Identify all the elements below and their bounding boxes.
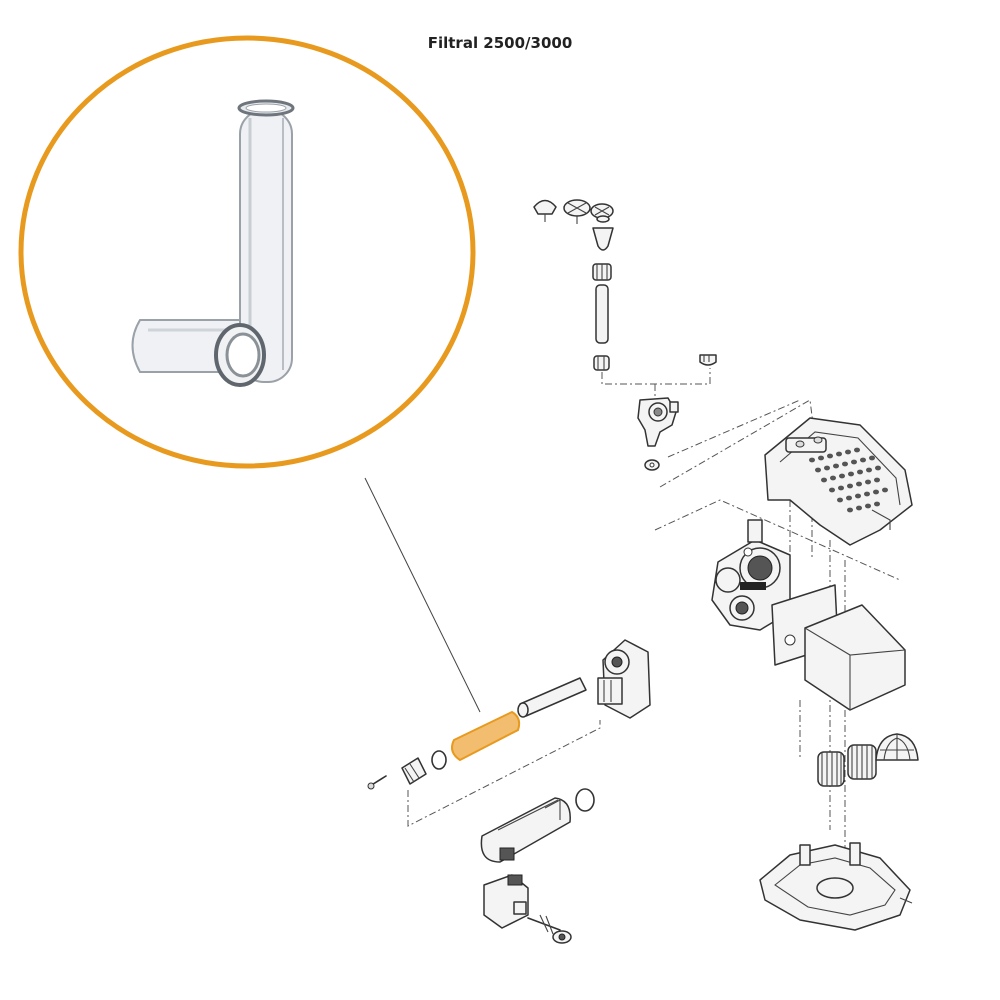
- lid-vent-hole: [866, 467, 872, 473]
- lid-vent-hole: [882, 487, 888, 493]
- lid-vent-hole: [874, 477, 880, 483]
- bio-ball-2: [847, 744, 877, 780]
- lid-vent-hole: [845, 449, 851, 455]
- lid-vent-hole: [854, 447, 860, 453]
- lid-vent-hole: [851, 459, 857, 465]
- funnel-nozzle: [592, 227, 614, 251]
- quartz-tube-highlighted: [451, 710, 521, 762]
- uv-chamber: [480, 797, 571, 863]
- callout-magnifier: [18, 35, 476, 469]
- cap-1: [533, 199, 557, 215]
- lid-vent-hole: [860, 457, 866, 463]
- uv-lamp-housing-head: [597, 639, 651, 719]
- lid-vent-hole: [827, 453, 833, 459]
- lid-vent-hole: [865, 503, 871, 509]
- lid-vent-hole: [838, 485, 844, 491]
- lid-vent-hole: [839, 473, 845, 479]
- lid-vent-hole: [830, 475, 836, 481]
- bio-ball-3: [875, 733, 919, 761]
- lid-vent-hole: [818, 455, 824, 461]
- callout-leader-line: [364, 477, 481, 713]
- lid-vent-hole: [865, 479, 871, 485]
- lid-vent-hole: [836, 451, 842, 457]
- lid-vent-hole: [864, 491, 870, 497]
- lid-vent-hole: [837, 497, 843, 503]
- lid-vent-hole: [873, 489, 879, 495]
- lid-vent-hole: [829, 487, 835, 493]
- bio-ball-1: [817, 751, 845, 787]
- lid-vent-hole: [809, 457, 815, 463]
- screw: [367, 775, 387, 790]
- top-valve-assembly: [533, 199, 717, 471]
- filter-base-tray: [759, 842, 913, 931]
- lid-vent-hole: [857, 469, 863, 475]
- valve-body: [637, 397, 679, 447]
- lid-vent-hole: [847, 483, 853, 489]
- bio-media: [817, 733, 919, 787]
- page-title: Filtral 2500/3000: [427, 34, 573, 52]
- pump-motor-housing: [711, 519, 791, 631]
- riser-pipe: [595, 284, 609, 344]
- lid-vent-hole: [855, 493, 861, 499]
- glass-tube-vertical: [237, 99, 295, 383]
- connector-nut-bottom: [593, 355, 610, 371]
- lid-vent-hole: [856, 481, 862, 487]
- lid-vent-hole: [875, 465, 881, 471]
- retaining-nut: [401, 757, 427, 785]
- lid-vent-hole: [874, 501, 880, 507]
- lid-vent-hole: [848, 471, 854, 477]
- lid-vent-hole: [846, 495, 852, 501]
- small-cap-right: [699, 354, 717, 366]
- filter-sponge-block: [804, 604, 906, 711]
- cap-3: [590, 203, 614, 223]
- pump-head: [483, 874, 529, 929]
- lid-vent-hole: [821, 477, 827, 483]
- lid-vent-holes: [809, 447, 888, 513]
- lid-vent-hole: [847, 507, 853, 513]
- o-ring-large: [575, 788, 595, 812]
- lid-vent-hole: [869, 455, 875, 461]
- glass-tube-horizontal: [131, 319, 266, 387]
- lid-vent-hole: [815, 467, 821, 473]
- cap-2: [563, 199, 591, 224]
- uv-lamp: [517, 677, 587, 718]
- lid-vent-hole: [856, 505, 862, 511]
- impeller: [527, 914, 572, 944]
- lid-vent-hole: [833, 463, 839, 469]
- lid-vent-hole: [842, 461, 848, 467]
- filter-lid: [764, 417, 913, 546]
- o-ring: [431, 750, 447, 770]
- lid-vent-hole: [824, 465, 830, 471]
